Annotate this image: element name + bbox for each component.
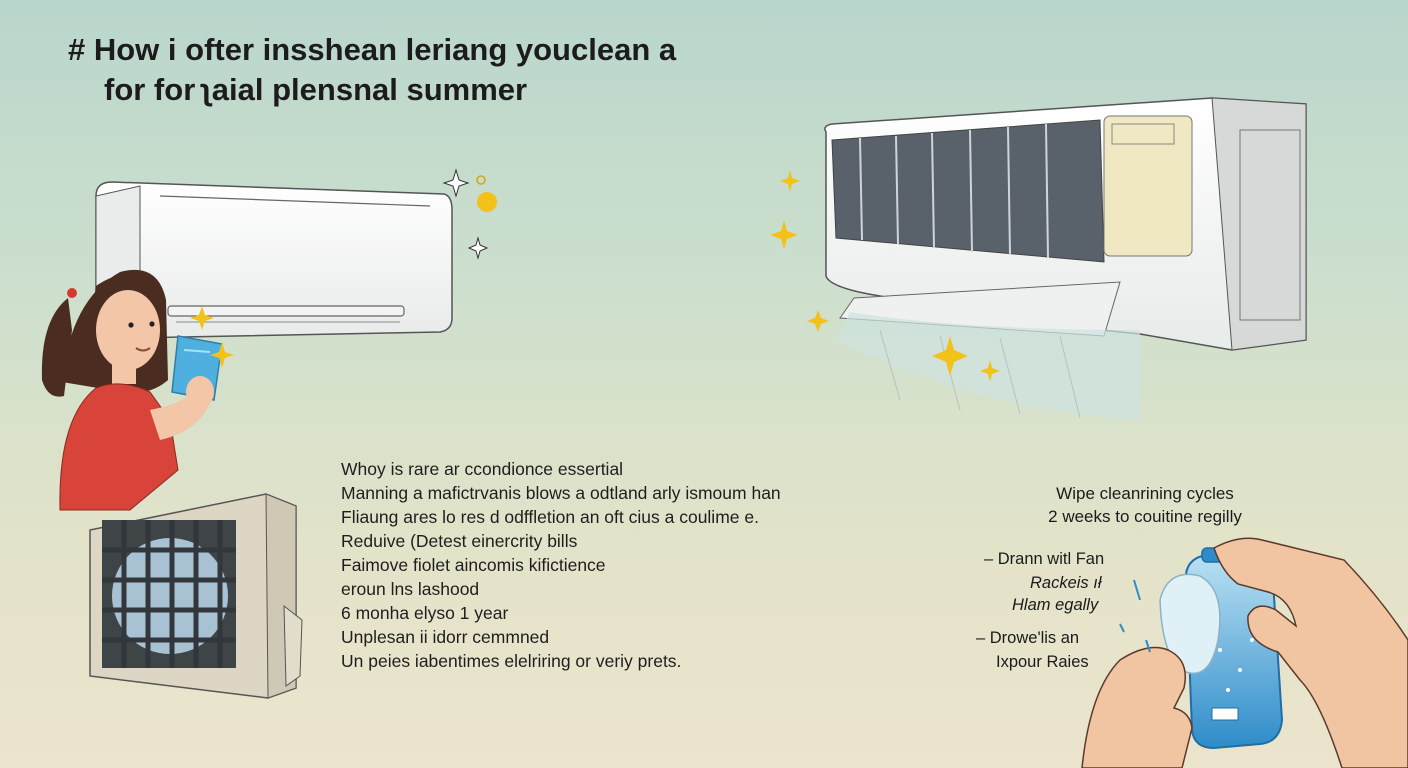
outdoor-condenser-unit [89,493,303,699]
info-line: eroun lns lashood [341,579,480,599]
open-ac-unit [824,97,1307,420]
title-line-1: # How i ofter insshean leriang youclean … [68,32,677,67]
info-line: Faimove fiolet aincomis kifictience [341,555,606,575]
info-line: 6 monha elyso 1 year [341,603,509,623]
list-item: – Drowe'lis an [976,629,1080,647]
cycle-heading-line-1: Wipe cleanrining cycles [1056,484,1234,503]
list-item: Hlam egally [1012,596,1099,614]
sparkle-icon [442,168,497,260]
sparkle-icon [770,170,1000,382]
info-text-block: Whoy is rare ar ccondionce essertial Man… [341,457,781,673]
list-item: – Drann witl Fan [984,550,1105,568]
girl-cleaning-illustration [41,269,223,511]
list-item: Rackeis ıł [1030,574,1102,592]
cleaning-cycle-heading: Wipe cleanrining cycles 2 weeks to couit… [1010,482,1280,528]
info-line: Whoy is rare ar ccondionce essertial [341,459,624,479]
page-title: # How i ofter insshean leriang youclean … [68,30,676,110]
sparkle-icon [190,306,234,368]
hands-spray-bottle-illustration [1081,537,1408,768]
list-item: Ixpour Raies [996,653,1089,671]
title-line-2: for for ʅaial plensnal summer [104,72,528,107]
info-line: Unplesan ii idorr cemmned [341,627,550,647]
cycle-heading-line-2: 2 weeks to couitine regilly [1048,507,1242,526]
info-line: Un peies iabentimes elelriring or veriy … [341,651,682,671]
info-line: Fliaung ares lo res d odffletion an oft … [341,507,759,527]
info-line: Reduive (Detest einercrity bills [341,531,578,551]
info-line: Manning a mafictrvanis blows a odtland a… [341,483,781,503]
